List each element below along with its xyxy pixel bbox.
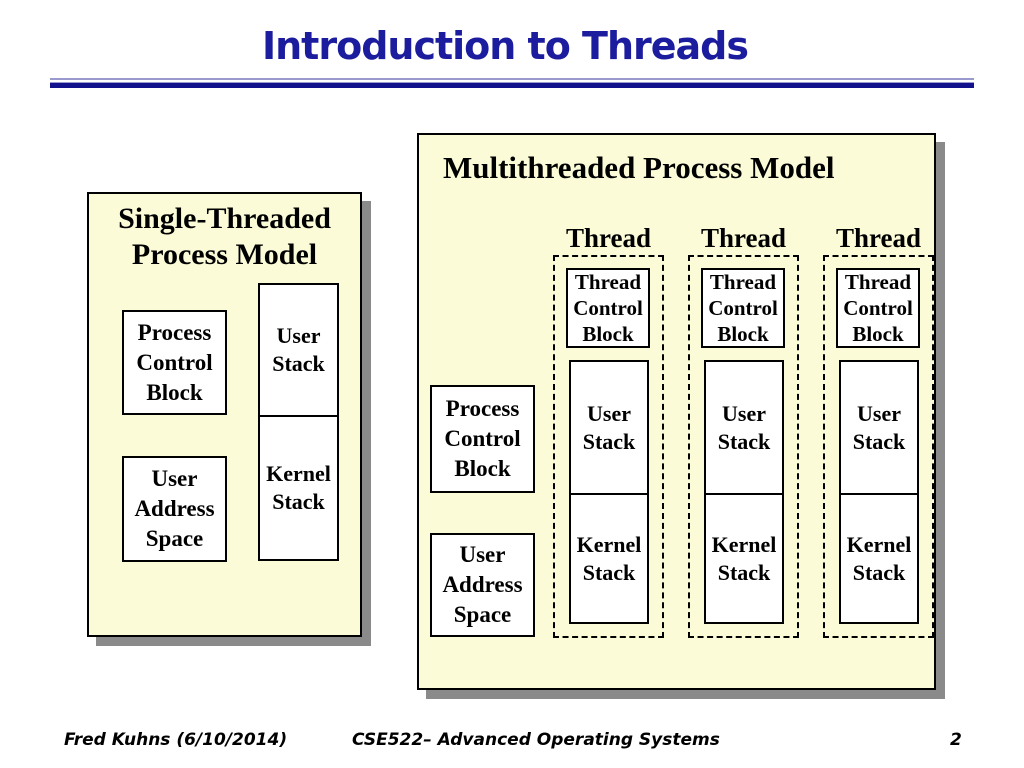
thread-2-dashed-boundary	[688, 255, 799, 638]
thread-3-header: Thread	[835, 223, 922, 253]
thread-2-header: Thread	[700, 223, 787, 253]
thread-1-control-block-box: Thread Control Block	[566, 268, 650, 348]
thread-1-user-stack-box: User Stack	[571, 362, 647, 495]
multithreaded-panel-title: Multithreaded Process Model	[443, 150, 835, 185]
single-threaded-panel-title: Single-Threaded Process Model	[118, 202, 331, 271]
multi-user-address-space-label: User Address Space	[442, 542, 523, 627]
thread-1-kernel-stack-box: Kernel Stack	[571, 495, 647, 622]
thread-2-control-block-label: Thread Control Block	[708, 270, 778, 346]
single-user-stack-box: User Stack	[260, 285, 337, 417]
thread-column-2: Thread Thread Control Block User Stack K…	[688, 223, 799, 643]
single-user-address-space-box: User Address Space	[122, 456, 227, 562]
thread-2-user-stack-label: User Stack	[717, 400, 771, 454]
thread-2-kernel-stack-box: Kernel Stack	[706, 495, 782, 622]
footer-author: Fred Kuhns (6/10/2014)	[64, 730, 288, 750]
single-stack-column: User Stack Kernel Stack	[258, 283, 339, 561]
thread-column-3: Thread Thread Control Block User Stack K…	[823, 223, 934, 643]
thread-2-control-block-box: Thread Control Block	[701, 268, 785, 348]
single-kernel-stack-box: Kernel Stack	[260, 417, 337, 559]
single-kernel-stack-label: Kernel Stack	[266, 461, 331, 514]
single-process-control-block-label: Process Control Block	[136, 319, 213, 405]
title-underline-thin-line	[50, 78, 974, 80]
thread-2-user-stack-box: User Stack	[706, 362, 782, 495]
thread-3-control-block-box: Thread Control Block	[836, 268, 920, 348]
single-process-control-block-box: Process Control Block	[122, 310, 227, 415]
thread-column-1: Thread Thread Control Block User Stack K…	[553, 223, 664, 643]
single-user-address-space-label: User Address Space	[134, 466, 215, 551]
title-underline	[50, 78, 974, 88]
footer-page-number: 2	[950, 730, 962, 750]
thread-3-kernel-stack-box: Kernel Stack	[841, 495, 917, 622]
title-underline-thick-line	[50, 82, 974, 88]
thread-1-kernel-stack-label: Kernel Stack	[576, 531, 642, 585]
thread-2-stack-column: User Stack Kernel Stack	[704, 360, 784, 624]
thread-1-header: Thread	[565, 223, 652, 253]
footer-course-title: CSE522– Advanced Operating Systems	[352, 730, 720, 750]
thread-3-user-stack-label: User Stack	[852, 400, 906, 454]
multithreaded-panel: Multithreaded Process Model Process Cont…	[417, 133, 936, 690]
thread-1-dashed-boundary	[553, 255, 664, 638]
thread-3-stack-column: User Stack Kernel Stack	[839, 360, 919, 624]
multi-user-address-space-box: User Address Space	[430, 533, 535, 637]
single-user-stack-label: User Stack	[272, 323, 325, 376]
thread-2-kernel-stack-label: Kernel Stack	[711, 531, 777, 585]
thread-3-control-block-label: Thread Control Block	[843, 270, 913, 346]
thread-3-dashed-boundary	[823, 255, 934, 638]
multi-process-control-block-label: Process Control Block	[444, 396, 521, 481]
thread-1-stack-column: User Stack Kernel Stack	[569, 360, 649, 624]
thread-3-user-stack-box: User Stack	[841, 362, 917, 495]
page-title: Introduction to Threads	[261, 24, 749, 68]
thread-3-kernel-stack-label: Kernel Stack	[846, 531, 912, 585]
multi-process-control-block-box: Process Control Block	[430, 385, 535, 493]
thread-1-user-stack-label: User Stack	[582, 400, 636, 454]
single-threaded-panel: Single-Threaded Process Model Process Co…	[87, 192, 362, 637]
thread-1-control-block-label: Thread Control Block	[573, 270, 643, 346]
